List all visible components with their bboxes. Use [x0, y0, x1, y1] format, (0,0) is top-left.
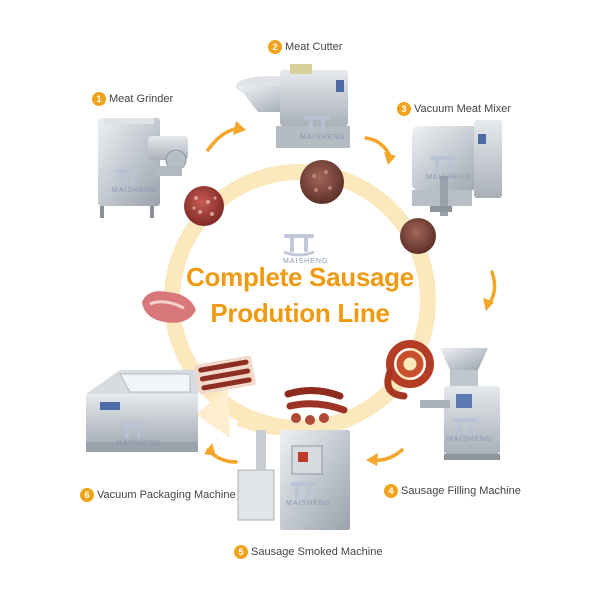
arrow-3-to-4 [488, 270, 497, 304]
step-label-sausage-filling-machine: 4 Sausage Filling Machine [384, 484, 521, 498]
step-number-badge: 5 [234, 545, 248, 559]
vacuum-mixer-illustration [412, 120, 502, 216]
watermark-text: MAISHENG [283, 258, 329, 265]
vacuum-packager-illustration [86, 370, 198, 452]
step-label-sausage-smoked-machine: 5 Sausage Smoked Machine [234, 545, 382, 559]
watermark-text: MAISHENG [112, 187, 158, 194]
step-name: Meat Cutter [285, 41, 343, 53]
meat-grinder-illustration [98, 118, 188, 218]
watermark-text: MAISHENG [286, 500, 332, 507]
ring-arrowhead [196, 388, 230, 438]
watermark-logos [114, 116, 478, 498]
watermark-text: MAISHENG [426, 174, 472, 181]
meat-paste-image [300, 160, 344, 204]
center-logo-mark [283, 234, 315, 257]
step-number-badge: 4 [384, 484, 398, 498]
step-name: Vacuum Meat Mixer [414, 103, 511, 115]
diagram-title-line-2: Prodution Line [210, 298, 390, 328]
minced-meat-image [184, 186, 224, 226]
step-name: Sausage Smoked Machine [251, 546, 383, 558]
step-name: Sausage Filling Machine [401, 485, 521, 497]
step-number-badge: 1 [92, 92, 106, 106]
step-label-vacuum-packaging-machine: 6 Vacuum Packaging Machine [80, 488, 236, 502]
coiled-sausage-image [384, 340, 434, 400]
step-name: Meat Grinder [109, 93, 174, 105]
step-label-vacuum-meat-mixer: 3 Vacuum Meat Mixer [397, 102, 511, 116]
step-number-badge: 2 [268, 40, 282, 54]
watermark-text: MAISHENG [116, 440, 162, 447]
mixed-meat-image [400, 218, 436, 254]
arrow-2-to-3 [364, 136, 392, 158]
step-number-badge: 6 [80, 488, 94, 502]
raw-meat-image [142, 291, 196, 323]
smoke-house-illustration [237, 430, 350, 530]
step-label-meat-grinder: 1 Meat Grinder [92, 92, 173, 106]
watermark-text: MAISHENG [447, 436, 493, 443]
step-number-badge: 3 [397, 102, 411, 116]
step-name: Vacuum Packaging Machine [97, 489, 236, 501]
step-label-meat-cutter: 2 Meat Cutter [268, 40, 342, 54]
diagram-title-line-1: Complete Sausage [186, 262, 414, 292]
meat-cutter-illustration [236, 64, 350, 148]
watermark-text: MAISHENG [300, 134, 346, 141]
smoked-sausage-image [284, 387, 348, 425]
packaged-sausage-image [194, 355, 256, 395]
